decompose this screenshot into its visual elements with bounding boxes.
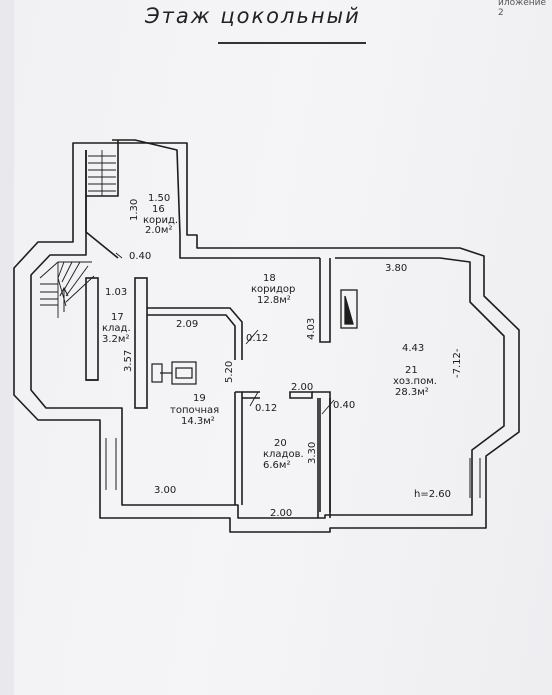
paper-sheet [14, 0, 552, 695]
dim-040-right: 0.40 [333, 400, 355, 411]
dim-443: 4.43 [402, 343, 424, 354]
room21-area: 28.3м² [395, 387, 429, 398]
room16-area: 2.0м² [145, 225, 172, 236]
chimney-block [340, 289, 358, 329]
stair-arrow [59, 286, 69, 312]
corridor16-wall [85, 196, 119, 259]
room21-name: хоз.пом. [393, 376, 437, 387]
dim-300: 3.00 [154, 485, 176, 496]
dim-200-door: 2.00 [291, 382, 313, 393]
dim-012-top: 0.12 [246, 333, 268, 344]
storage17-walls [85, 277, 148, 409]
door-lines [115, 252, 335, 415]
corridor-partition [319, 258, 331, 512]
dim-520: 5.20 [224, 361, 235, 383]
room20-number: 20 [274, 438, 287, 449]
windows [105, 438, 481, 498]
dim-403: 4.03 [306, 318, 317, 340]
room17-name: клад. [102, 323, 131, 334]
room19-number: 19 [193, 393, 206, 404]
ceiling-height: h=2.60 [414, 489, 451, 500]
room17-number: 17 [111, 312, 124, 323]
dim-357: 3.57 [123, 350, 134, 372]
dim-130: 1.30 [129, 199, 140, 221]
dim-012-bottom: 0.12 [255, 403, 277, 414]
room18-area: 12.8м² [257, 295, 291, 306]
dim-150: 1.50 [148, 193, 170, 204]
dim-380: 3.80 [385, 263, 407, 274]
top-stair-treads [88, 150, 116, 196]
room18-name: коридор [251, 284, 295, 295]
dim-103: 1.03 [105, 287, 127, 298]
dim-712: -7.12- [452, 348, 463, 378]
corner-note: иложение 2 [498, 0, 547, 18]
boiler-room-walls [147, 307, 331, 518]
room21-number: 21 [405, 365, 418, 376]
dim-330: 3.30 [307, 442, 318, 464]
room16-name: корид. [143, 215, 178, 226]
dim-209: 2.09 [176, 319, 198, 330]
room19-area: 14.3м² [181, 416, 215, 427]
outer-wall-outline [13, 142, 520, 533]
room20-name: кладов. [263, 449, 304, 460]
dim-200-bottom: 2.00 [270, 508, 292, 519]
outer-wall-inner [30, 139, 505, 519]
room17-area: 3.2м² [102, 334, 129, 345]
plan-title: Этаж цокольный [145, 4, 361, 28]
room16-number: 16 [152, 204, 165, 215]
room18-number: 18 [263, 273, 276, 284]
boiler-equipment [151, 361, 197, 385]
room20-area: 6.6м² [263, 460, 290, 471]
room19-name: топочная [170, 405, 219, 416]
title-underline [218, 42, 366, 44]
dim-040-top: 0.40 [129, 251, 151, 262]
